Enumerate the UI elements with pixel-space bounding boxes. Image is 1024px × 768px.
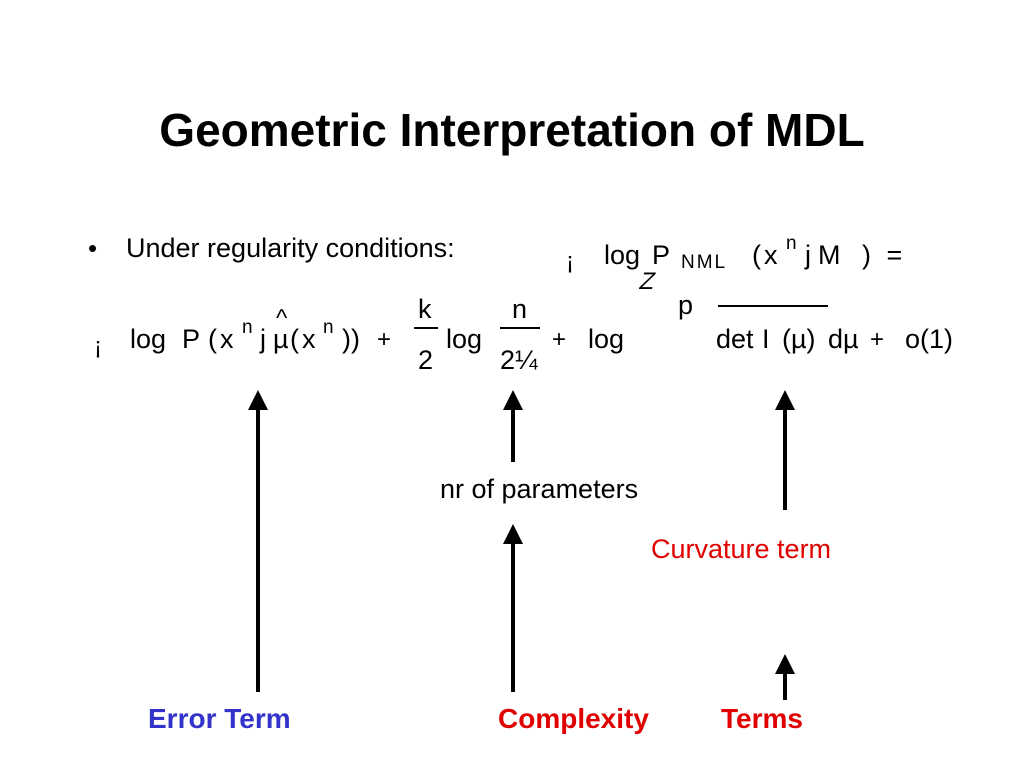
arrow-terms-lower (775, 654, 795, 700)
eq2-plus1: + (377, 326, 392, 353)
eq2-o1: o(1) (905, 324, 954, 354)
arrow-complexity-upper (503, 390, 523, 462)
bullet-text: Under regularity conditions: (126, 233, 455, 263)
eq2-log: log (130, 324, 167, 354)
eq2-dtheta: dµ (828, 324, 859, 354)
eq2-neg: ¡ (94, 333, 102, 360)
label-nr-of-parameters: nr of parameters (440, 474, 639, 504)
eq1-sup-n: n (786, 233, 797, 254)
eq2-det: det (716, 324, 754, 354)
eq2-x2: x (302, 324, 316, 354)
eq2-sqrt-bar (718, 305, 828, 307)
eq2-theta: µ (273, 324, 289, 354)
eq2-frac-k: k (418, 294, 432, 324)
eq2-frac-bar-2 (500, 327, 540, 329)
eq2-x1: x (220, 324, 234, 354)
eq2-sup-n1: n (242, 317, 253, 338)
label-error-term: Error Term (148, 703, 291, 734)
eq2-log3: log (588, 324, 625, 354)
slide-title: Geometric Interpretation of MDL (159, 104, 865, 156)
eq1-P: P (652, 240, 671, 270)
arrow-curvature-upper (775, 390, 795, 510)
eq2-sqrt: p (678, 290, 694, 320)
eq2-frac-2: 2 (418, 345, 434, 375)
label-complexity: Complexity (498, 703, 649, 734)
eq1-neg: ¡ (566, 248, 574, 275)
eq1-paren: ( (752, 240, 761, 270)
eq2-sup-n2: n (323, 317, 334, 338)
eq1-M: M (818, 240, 841, 270)
eq2-frac-n: n (512, 294, 528, 324)
bullet-marker: • (88, 233, 98, 263)
eq2-theta-arg: (µ) (782, 324, 816, 354)
eq2-paren: ( (208, 324, 217, 354)
eq1-close-eq: ) = (862, 240, 903, 270)
eq1-x: x (764, 240, 778, 270)
arrow-complexity-lower (503, 524, 523, 692)
label-curvature-term: Curvature term (651, 534, 832, 564)
eq2-integral: Z (636, 268, 659, 295)
eq2-plus3: + (870, 326, 885, 353)
eq1-log: log (604, 240, 641, 270)
eq2-frac-bar-1 (414, 327, 438, 329)
arrow-error-term (248, 390, 268, 692)
eq1-sub-nml: NML (681, 252, 728, 273)
eq2-close: )) (342, 324, 360, 354)
eq2-log2: log (446, 324, 483, 354)
eq2-hat: ^ (276, 305, 288, 332)
eq1-given: j (805, 240, 811, 270)
label-terms: Terms (721, 703, 803, 734)
eq2-plus2: + (552, 326, 567, 353)
eq2-I: I (762, 324, 770, 354)
eq2-given: j (260, 324, 266, 354)
eq2-P: P (182, 324, 201, 354)
eq2-frac-2pi: 2¼ (500, 345, 538, 375)
eq2-paren2: ( (290, 324, 299, 354)
